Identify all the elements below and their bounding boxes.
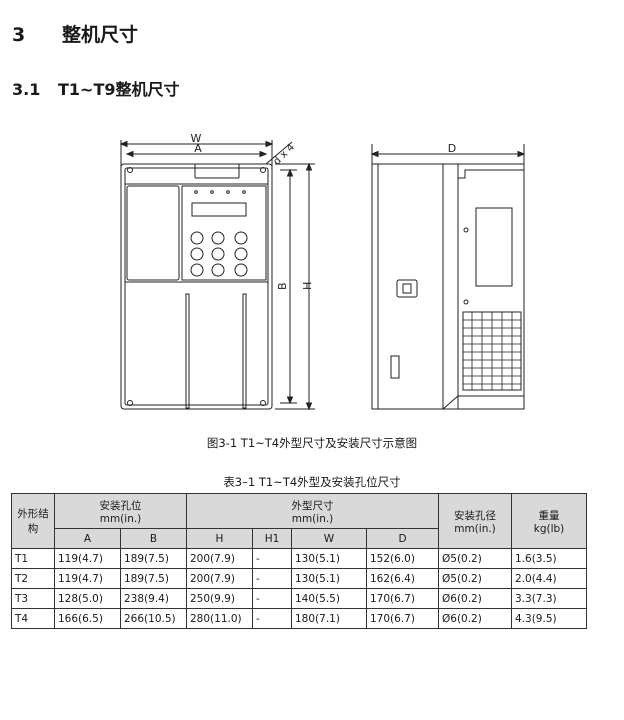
table-row: T2 119(4.7) 189(7.5) 200(7.9) - 130(5.1)… <box>11 568 587 589</box>
subsection-title: T1~T9整机尺寸 <box>58 80 180 99</box>
cell-w: 130(5.1) <box>291 548 367 569</box>
header-d: D <box>366 528 439 549</box>
cell-weight: 3.3(7.3) <box>511 588 587 609</box>
cell-weight: 4.3(9.5) <box>511 608 587 629</box>
cell-w: 130(5.1) <box>291 568 367 589</box>
cell-w: 180(7.1) <box>291 608 367 629</box>
front-view: W A d x 4 <box>119 132 315 411</box>
table-caption: 表3–1 T1~T4外型及安装孔位尺寸 <box>223 475 401 489</box>
table-row: T1 119(4.7) 189(7.5) 200(7.9) - 130(5.1)… <box>11 548 587 569</box>
subsection-heading: 3.1 T1~T9整机尺寸 <box>12 76 180 100</box>
dim-label-a: A <box>194 142 202 155</box>
dim-label-w: W <box>191 132 202 145</box>
header-w: W <box>291 528 367 549</box>
cell-shape: T2 <box>11 568 55 589</box>
cell-h1: - <box>252 548 292 569</box>
table-row: T3 128(5.0) 238(9.4) 250(9.9) - 140(5.5)… <box>11 588 587 609</box>
header-a: A <box>54 528 121 549</box>
table-subheader-row: A B H H1 W D <box>12 528 587 549</box>
cell-b: 238(9.4) <box>120 588 187 609</box>
cell-h1: - <box>252 608 292 629</box>
cell-d: 152(6.0) <box>366 548 439 569</box>
header-h1: H1 <box>252 528 292 549</box>
side-view: D <box>370 142 526 410</box>
header-b: B <box>120 528 187 549</box>
dim-label-d: D <box>448 142 456 155</box>
section-title: 整机尺寸 <box>62 24 139 46</box>
dim-label-b: B <box>276 282 289 290</box>
cell-shape: T1 <box>11 548 55 569</box>
cell-b: 266(10.5) <box>120 608 187 629</box>
cell-weight: 1.6(3.5) <box>511 548 587 569</box>
dim-label-h: H <box>301 282 314 290</box>
cell-h: 200(7.9) <box>186 548 253 569</box>
section-heading: 3 整机尺寸 <box>12 20 138 47</box>
cell-w: 140(5.5) <box>291 588 367 609</box>
cell-a: 128(5.0) <box>54 588 121 609</box>
cell-shape: T4 <box>11 608 55 629</box>
table-row: T4 166(6.5) 266(10.5) 280(11.0) - 180(7.… <box>11 608 587 629</box>
cell-hole: Ø5(0.2) <box>438 568 512 589</box>
cell-h1: - <box>252 568 292 589</box>
figure-caption: 图3-1 T1~T4外型尺寸及安装尺寸示意图 <box>206 436 418 450</box>
header-shape: 外形结构 <box>11 493 55 549</box>
cell-b: 189(7.5) <box>120 548 187 569</box>
dimension-drawing: W A d x 4 <box>119 132 526 411</box>
cell-h: 280(11.0) <box>186 608 253 629</box>
cell-hole: Ø6(0.2) <box>438 588 512 609</box>
cell-d: 162(6.4) <box>366 568 439 589</box>
cell-d: 170(6.7) <box>366 608 439 629</box>
cell-d: 170(6.7) <box>366 588 439 609</box>
cell-h: 250(9.9) <box>186 588 253 609</box>
cell-weight: 2.0(4.4) <box>511 568 587 589</box>
cell-hole: Ø6(0.2) <box>438 608 512 629</box>
cell-a: 119(4.7) <box>54 568 121 589</box>
cell-shape: T3 <box>11 588 55 609</box>
cell-b: 189(7.5) <box>120 568 187 589</box>
section-number: 3 <box>12 24 26 46</box>
header-h: H <box>186 528 253 549</box>
cell-a: 166(6.5) <box>54 608 121 629</box>
cell-h: 200(7.9) <box>186 568 253 589</box>
subsection-number: 3.1 <box>12 80 41 99</box>
cell-a: 119(4.7) <box>54 548 121 569</box>
cell-hole: Ø5(0.2) <box>438 548 512 569</box>
cell-h1: - <box>252 588 292 609</box>
